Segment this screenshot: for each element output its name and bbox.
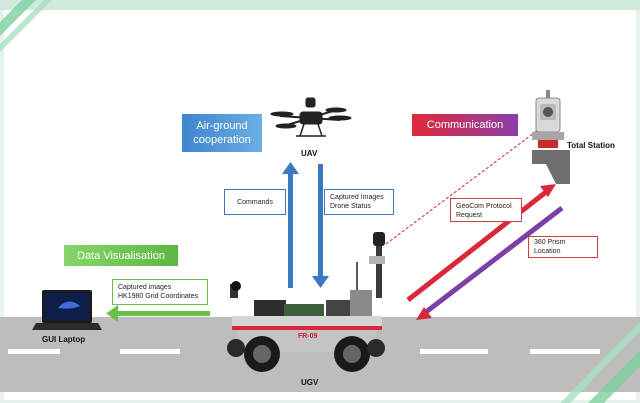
prism-label: 360 Prism Location: [528, 236, 598, 258]
gui-laptop-caption: GUI Laptop: [42, 335, 86, 344]
prism-label-text: 360 Prism Location: [534, 239, 566, 255]
data-visualisation-banner-text: Data Visualisation: [77, 249, 165, 262]
captured-hk-line-1: Captured images: [118, 284, 172, 291]
communication-banner: Communication: [412, 114, 518, 136]
data-visualisation-arrow: [106, 305, 210, 322]
robot-brand: FR-09: [298, 333, 318, 340]
captured-drone-line-1: Captured Images: [330, 194, 384, 201]
commands-label-text: Commands: [237, 198, 273, 206]
air-ground-banner-text: Air-ground cooperation: [193, 120, 251, 146]
road-dash: [530, 349, 600, 354]
total-station-caption: Total Station: [567, 141, 615, 150]
captured-drone-line-2: Drone Status: [330, 203, 371, 210]
ugv-caption: UGV: [301, 378, 319, 387]
captured-drone-label: Captured Images Drone Status: [324, 189, 394, 215]
data-visualisation-banner: Data Visualisation: [64, 245, 178, 266]
captured-hk-label: Captured images HK1980 Grid Coordinates: [112, 279, 208, 305]
uav-caption: UAV: [301, 149, 318, 158]
commands-label: Commands: [224, 189, 286, 215]
captured-hk-line-2: HK1980 Grid Coordinates: [118, 293, 199, 300]
commands-arrow: [282, 162, 299, 288]
geocom-request-arrow: [406, 184, 556, 302]
air-ground-banner: Air-ground cooperation: [182, 114, 262, 152]
road-dash: [120, 349, 180, 354]
geocom-line-1: GeoCom Protocol: [456, 203, 512, 210]
geocom-line-2: Request: [456, 212, 483, 219]
captured-images-arrow: [312, 164, 329, 288]
road-dash: [420, 349, 488, 354]
prism-location-arrow: [416, 206, 564, 320]
road-dash: [8, 349, 60, 354]
communication-banner-text: Communication: [426, 119, 504, 131]
geocom-label: GeoCom Protocol Request: [450, 198, 522, 222]
laser-line: [385, 129, 539, 245]
